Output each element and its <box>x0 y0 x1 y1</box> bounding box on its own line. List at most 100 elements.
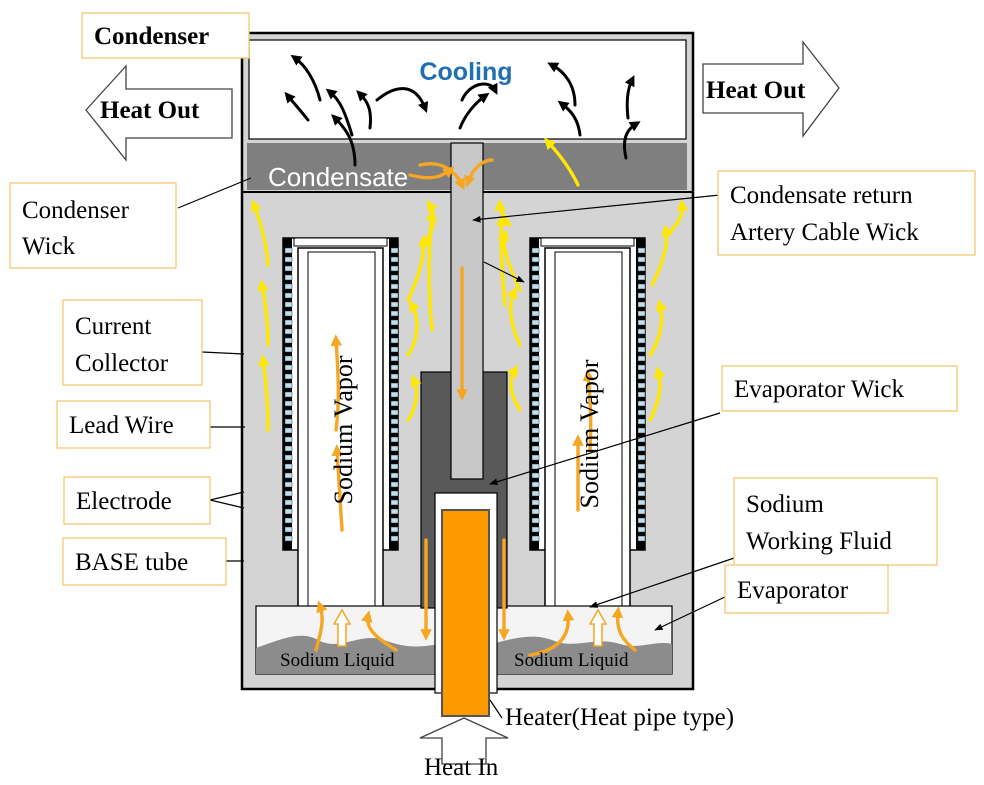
heater <box>441 509 490 717</box>
collector-segment <box>637 283 646 290</box>
label-electrode: Electrode <box>63 476 211 525</box>
collector-segment <box>637 481 646 488</box>
collector-segment <box>637 364 646 371</box>
heat-flow-arrow <box>622 121 641 160</box>
sodium-liquid-surface <box>256 635 440 674</box>
collector-segment <box>637 454 646 461</box>
collector-segment <box>390 409 399 416</box>
cooling-label: Cooling <box>419 58 512 86</box>
collector-segment <box>637 346 646 353</box>
collector-segment <box>637 526 646 533</box>
svg-text:Condenser: Condenser <box>94 23 209 50</box>
collector-segment <box>390 283 399 290</box>
collector-segment <box>637 337 646 344</box>
collector-segment <box>531 328 540 335</box>
label-sodium-working-fluid: Sodium Working Fluid <box>733 477 938 566</box>
collector-segment <box>284 283 293 290</box>
collector-segment <box>284 373 293 380</box>
svg-text:Condensate return: Condensate return <box>730 182 913 209</box>
collector-segment <box>284 526 293 533</box>
svg-text:Collector: Collector <box>75 350 169 377</box>
collector-segment <box>637 292 646 299</box>
collector-segment <box>637 382 646 389</box>
heat-flow-arrow <box>325 88 354 137</box>
sodium-flow-arrow <box>425 209 438 332</box>
collector-segment <box>637 445 646 452</box>
label-condensate-return: Condensate return Artery Cable Wick <box>717 170 976 256</box>
label-current-collector: Current Collector <box>62 299 203 386</box>
label-condenser: Condenser <box>81 12 250 59</box>
sodium-liquid-right: Sodium Liquid <box>514 650 629 671</box>
collector-segment <box>390 265 399 272</box>
collector-segment <box>531 274 540 281</box>
collector-segment <box>637 517 646 524</box>
heater-label: Heater(Heat pipe type) <box>505 704 734 731</box>
collector-segment <box>531 364 540 371</box>
sodium-flow-arrow <box>528 609 575 657</box>
collector-segment <box>284 535 293 542</box>
label-evaporator: Evaporator <box>724 564 889 614</box>
collector-segment <box>637 310 646 317</box>
current-collector-left <box>284 247 399 542</box>
collector-segment <box>531 319 540 326</box>
collector-segment <box>284 319 293 326</box>
collector-segment <box>531 472 540 479</box>
svg-text:Heat Out: Heat Out <box>706 77 806 104</box>
sodium-flow-arrow <box>408 166 455 180</box>
collector-segment <box>284 463 293 470</box>
collector-segment <box>531 409 540 416</box>
sodium-flow-arrow <box>361 610 398 652</box>
collector-segment <box>390 391 399 398</box>
svg-text:Evaporator Wick: Evaporator Wick <box>734 376 904 403</box>
sodium-flow-arrow <box>406 299 420 357</box>
collector-segment <box>390 247 399 254</box>
collector-segment <box>531 535 540 542</box>
svg-text:Heat Out: Heat Out <box>100 97 200 124</box>
collector-segment <box>284 481 293 488</box>
svg-text:BASE tube: BASE tube <box>75 549 188 576</box>
collector-segment <box>390 364 399 371</box>
artery-cable-wick <box>450 142 484 480</box>
sodium-flow-arrow <box>668 199 689 234</box>
svg-text:Working Fluid: Working Fluid <box>746 528 892 555</box>
svg-text:Sodium: Sodium <box>746 491 824 518</box>
sodium-flow-arrow <box>331 444 344 532</box>
right-cell <box>529 237 646 609</box>
collector-segment <box>637 355 646 362</box>
heat-flow-arrow <box>547 62 577 107</box>
collector-segment <box>637 463 646 470</box>
heat-flow-arrow <box>624 75 635 120</box>
collector-segment <box>284 454 293 461</box>
collector-segment <box>390 463 399 470</box>
collector-segment <box>390 436 399 443</box>
collector-segment <box>531 373 540 380</box>
collector-segment <box>637 418 646 425</box>
collector-segment <box>531 526 540 533</box>
collector-segment <box>531 445 540 452</box>
collector-segment <box>284 508 293 515</box>
collector-segment <box>531 310 540 317</box>
sodium-flow-arrow <box>464 158 494 188</box>
collector-segment <box>531 400 540 407</box>
collector-segment <box>284 445 293 452</box>
label-heat-out-left: Heat Out <box>100 97 200 124</box>
collector-segment <box>531 355 540 362</box>
collector-segment <box>531 346 540 353</box>
sodium-vapor-left: Sodium Vapor <box>329 355 358 504</box>
heat-flow-arrow <box>284 91 310 122</box>
heat-flow-arrow <box>458 92 490 130</box>
heat-in-arrow <box>419 717 509 765</box>
collector-segment <box>284 328 293 335</box>
collector-segment <box>390 274 399 281</box>
heat-out-left-arrow <box>85 64 233 162</box>
collector-segment <box>284 346 293 353</box>
collector-segment <box>390 418 399 425</box>
collector-segment <box>531 508 540 515</box>
collector-segment <box>637 490 646 497</box>
svg-text:Lead Wire: Lead Wire <box>69 412 174 439</box>
sodium-flow-arrow <box>506 365 522 412</box>
collector-segment <box>390 481 399 488</box>
condensate-label: Condensate <box>268 162 408 192</box>
sodium-flow-arrow <box>314 600 328 652</box>
